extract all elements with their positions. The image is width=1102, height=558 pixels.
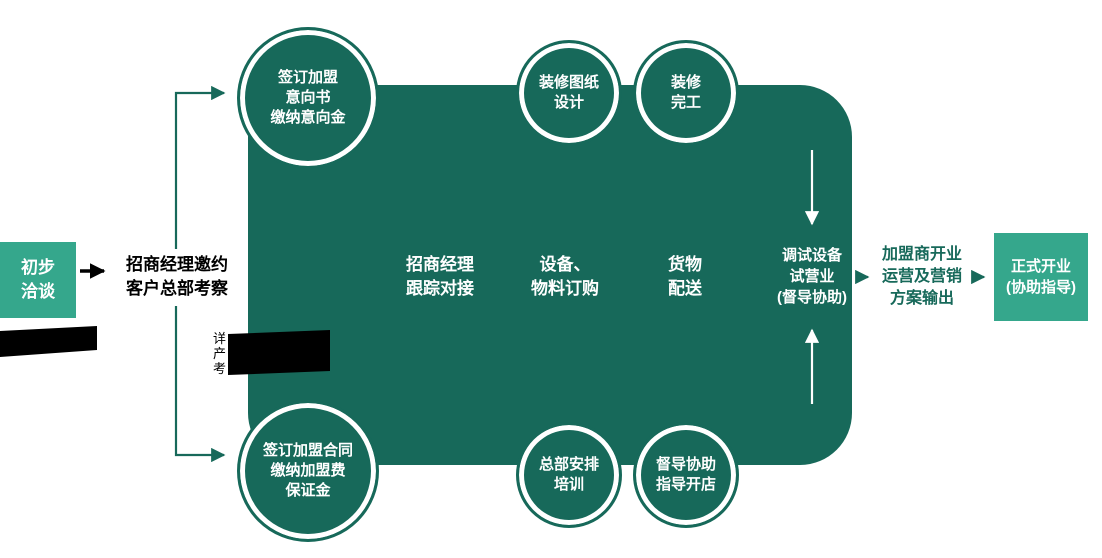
outcome-step-line: 加盟商开业: [881, 246, 962, 263]
panel-step-trial-run: 调试设备 试营业 (督导协助): [760, 245, 864, 308]
panel-step-line: 试营业: [789, 268, 835, 285]
panel-step-line: 招商经理: [406, 255, 474, 274]
panel-step-delivery: 货物 配送: [642, 253, 728, 301]
start-box-line: 初步: [21, 258, 55, 277]
final-open-line: 正式开业: [1010, 258, 1071, 275]
note-line: 产: [213, 346, 227, 361]
circle-label-line: 总部安排: [538, 456, 599, 473]
redaction-bar: [0, 326, 97, 357]
invite-step-line: 招商经理邀约: [126, 255, 228, 274]
panel-step-line: 调试设备: [781, 247, 842, 264]
panel-step-line: 设备、: [539, 255, 591, 274]
circle-label-line: 保证金: [285, 482, 331, 499]
invite-step-line: 客户总部考察: [126, 279, 228, 298]
circle-label-line: 签订加盟: [277, 69, 338, 86]
start-box-line: 洽谈: [21, 282, 55, 301]
circle-label-line: 意向书: [285, 89, 331, 106]
circle-decor-done: 装修 完工: [633, 40, 739, 146]
note-line: 详: [213, 331, 227, 346]
circle-label-line: 指导开店: [655, 476, 716, 493]
note-line: 考: [213, 361, 227, 376]
outcome-step-line: 运营及营销: [881, 268, 962, 285]
panel-step-line: 配送: [668, 279, 702, 298]
circle-sign-contract: 签订加盟合同 缴纳加盟费 保证金: [237, 400, 379, 542]
panel-step-equipment: 设备、 物料订购: [508, 253, 622, 301]
circle-hq-training: 总部安排 培训: [516, 422, 622, 528]
invite-step-label: 招商经理邀约 客户总部考察: [112, 253, 242, 301]
circle-label-line: 装修: [670, 74, 701, 91]
connector-invite-to-loi: [174, 85, 226, 249]
circle-label-line: 督导协助: [655, 456, 716, 473]
outcome-step-line: 方案输出: [889, 290, 954, 307]
circle-open-assist: 督导协助 指导开店: [633, 422, 739, 528]
start-box: 初步 洽谈: [0, 242, 76, 318]
panel-step-manager-follow: 招商经理 跟踪对接: [383, 253, 497, 301]
final-open-box: 正式开业 (协助指导): [994, 233, 1088, 321]
circle-label-line: 缴纳意向金: [270, 109, 346, 126]
circle-label-line: 设计: [553, 94, 584, 111]
note-text: 详 产 考: [213, 331, 333, 376]
circle-label-line: 签订加盟合同: [262, 442, 353, 459]
circle-design: 装修图纸 设计: [516, 40, 622, 146]
panel-step-line: 货物: [668, 255, 702, 274]
circle-label-line: 完工: [670, 94, 701, 111]
panel-step-line: 跟踪对接: [406, 279, 474, 298]
panel-step-line: (督导协助): [777, 289, 847, 306]
circle-label-line: 装修图纸: [538, 74, 599, 91]
final-open-line: (协助指导): [1006, 279, 1076, 296]
circle-sign-loi: 签订加盟 意向书 缴纳意向金: [237, 27, 379, 169]
connector-invite-to-contract: [174, 306, 226, 463]
outcome-step-label: 加盟商开业 运营及营销 方案输出: [870, 244, 974, 310]
circle-label-line: 缴纳加盟费: [270, 462, 346, 479]
panel-step-line: 物料订购: [531, 279, 599, 298]
circle-label-line: 培训: [553, 476, 584, 493]
